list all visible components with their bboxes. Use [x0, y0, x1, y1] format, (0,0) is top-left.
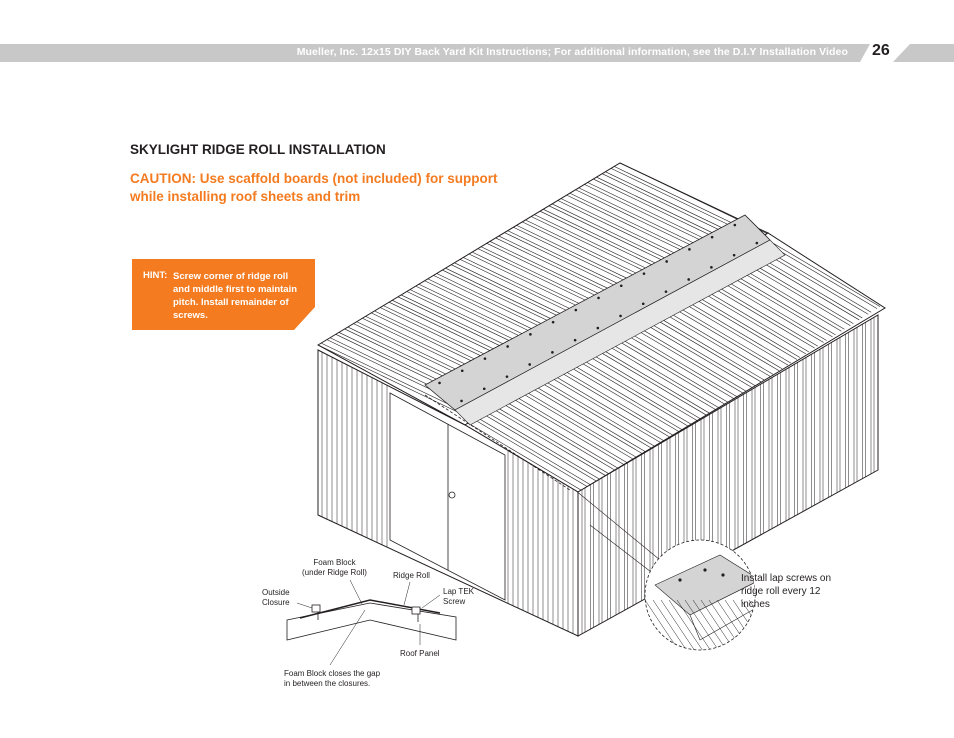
outside-closure-label: Outside Closure: [262, 588, 290, 608]
caution-line-2: while installing roof sheets and trim: [130, 189, 361, 204]
front-roof-panels: [464, 232, 886, 493]
header-title: Mueller, Inc. 12x15 DIY Back Yard Kit In…: [296, 46, 848, 58]
lap-tek-line1: Lap TEK: [443, 587, 474, 596]
lap-tek-screw-label: Lap TEK Screw: [443, 587, 474, 607]
outside-closure-line1: Outside: [262, 588, 290, 597]
foam-gap-line2: in between the closures.: [284, 679, 371, 688]
zoom-detail-circle: [644, 539, 756, 651]
hint-label: HINT:: [143, 270, 168, 281]
zoom-note: Install lap screws on ridge roll every 1…: [741, 573, 832, 610]
foam-gap-label: Foam Block closes the gap in between the…: [284, 669, 380, 689]
outside-closure-line2: Closure: [262, 598, 290, 607]
page-number: 26: [872, 42, 890, 59]
ridge-cross-section: [286, 579, 457, 666]
header-bar: [0, 44, 954, 62]
foam-block-label: Foam Block (under Ridge Roll): [302, 558, 367, 578]
foam-gap-line1: Foam Block closes the gap: [284, 669, 381, 678]
caution-text: CAUTION: Use scaffold boards (not includ…: [130, 170, 530, 206]
lap-tek-line2: Screw: [443, 597, 466, 606]
ridge-roll-label: Ridge Roll: [393, 571, 430, 580]
foam-block-line1: Foam Block: [313, 558, 356, 567]
hint-box: [132, 259, 315, 330]
section-title: SKYLIGHT RIDGE ROLL INSTALLATION: [130, 142, 386, 157]
foam-block-line2: (under Ridge Roll): [302, 568, 367, 577]
caution-line-1: CAUTION: Use scaffold boards (not includ…: [130, 171, 498, 186]
ridge-roll: [424, 214, 786, 426]
roof-panel-label: Roof Panel: [400, 649, 440, 658]
hint-text: Screw corner of ridge roll and middle fi…: [173, 271, 298, 321]
